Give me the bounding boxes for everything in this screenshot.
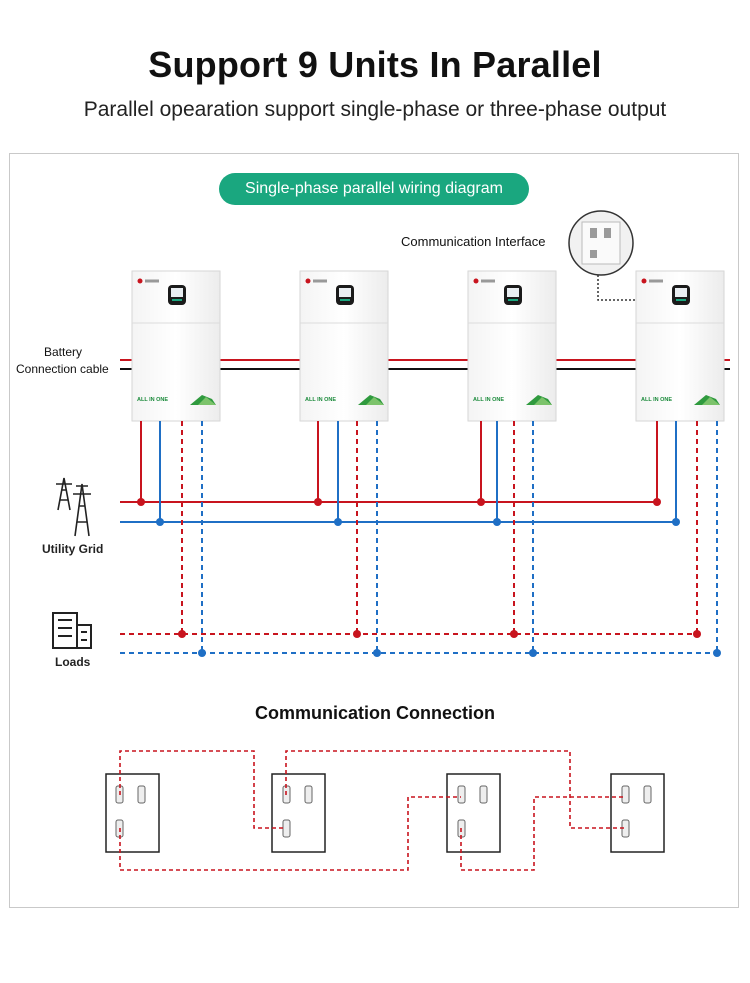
svg-text:ALL IN ONE: ALL IN ONE <box>305 397 336 403</box>
comm-cables <box>119 750 625 871</box>
communication-title: Communication Connection <box>255 703 495 723</box>
inverter-unit-3: ALL IN ONE <box>467 270 557 422</box>
svg-text:ALL IN ONE: ALL IN ONE <box>137 397 168 403</box>
svg-text:ALL IN ONE: ALL IN ONE <box>641 397 672 403</box>
building-icon <box>52 612 92 649</box>
battery-connection-label: Connection cable <box>16 362 109 376</box>
svg-text:ALL IN ONE: ALL IN ONE <box>473 397 504 403</box>
page-subtitle: Parallel opearation support single-phase… <box>83 98 667 121</box>
communication-interface-label: Communication Interface <box>401 234 546 249</box>
loads-wiring <box>120 421 718 654</box>
loads-junctions <box>178 630 721 657</box>
comm-box-2 <box>271 773 326 853</box>
communication-interface-callout <box>568 210 636 301</box>
diagram-panel <box>9 153 739 908</box>
inverter-unit-1: ALL IN ONE <box>131 270 221 422</box>
comm-box-1 <box>105 773 160 853</box>
utility-grid-label: Utility Grid <box>42 542 104 556</box>
comm-box-3 <box>446 773 501 853</box>
utility-grid-wiring <box>120 421 680 526</box>
inverter-unit-2: ALL IN ONE <box>299 270 389 422</box>
loads-label: Loads <box>55 655 91 669</box>
battery-cables <box>120 359 730 370</box>
utility-grid-icon <box>56 477 91 537</box>
wiring-diagram-badge: Single-phase parallel wiring diagram <box>219 173 529 205</box>
page-title: Support 9 Units In Parallel <box>148 44 602 85</box>
comm-box-4 <box>610 773 665 853</box>
inverter-unit-4: ALL IN ONE <box>635 270 725 422</box>
battery-label: Battery <box>44 345 83 359</box>
